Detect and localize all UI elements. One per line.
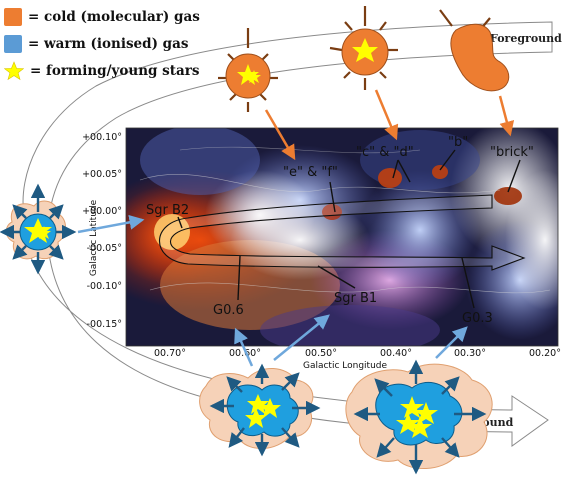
label-c-d: "c" & "d" — [356, 145, 414, 160]
cold-cloud-irregular — [439, 9, 510, 92]
source-annotations: Sgr B2 "e" & "f" "c" & "d" "b" "brick" G… — [146, 135, 534, 326]
pointer-arrow — [77, 214, 145, 234]
x-tick-label: 00.70° — [154, 348, 186, 359]
x-tick-label: 00.40° — [380, 348, 412, 359]
ionised-region-bottom-2 — [345, 359, 493, 475]
x-tick-label: 00.60° — [229, 348, 261, 359]
label-g06: G0.6 — [213, 303, 244, 318]
pointer-arrow — [498, 95, 515, 137]
pointer-arrow — [273, 314, 330, 361]
y-tick-label: -00.15° — [87, 319, 122, 330]
y-tick-label: +00.00° — [82, 206, 122, 217]
map-frame — [125, 127, 559, 347]
pointer-arrow — [264, 109, 296, 161]
label-e-f: "e" & "f" — [283, 165, 338, 180]
x-axis-ticks: 00.70° 00.60° 00.50° 00.40° 00.30° 00.20… — [154, 348, 561, 359]
pointer-arrow — [374, 89, 399, 141]
ionised-region-bottom-1 — [199, 363, 321, 457]
ionised-bubble-left — [0, 183, 77, 275]
y-tick-label: -00.10° — [87, 281, 122, 292]
legend-cold-gas-label: = cold (molecular) gas — [28, 9, 200, 25]
legend-stars: = forming/young stars — [4, 61, 199, 81]
label-sgr-b2: Sgr B2 — [146, 203, 189, 218]
label-sgr-b1: Sgr B1 — [334, 291, 377, 306]
y-tick-label: +00.05° — [82, 169, 122, 180]
label-brick: "brick" — [490, 145, 534, 160]
y-axis-label: Galactic Latitude — [89, 199, 99, 276]
y-axis-ticks: +00.10° +00.05° +00.00° -00.05° -00.10° … — [82, 132, 122, 330]
y-tick-label: +00.10° — [82, 132, 122, 143]
pointer-arrow — [234, 327, 254, 367]
cold-gas-swatch — [4, 8, 22, 26]
star-icon — [4, 61, 24, 81]
warm-gas-swatch — [4, 35, 22, 53]
x-axis-label: Galactic Longitude — [303, 361, 388, 371]
pointer-arrow — [435, 326, 468, 359]
cold-cloud-forming-star-2 — [329, 6, 398, 90]
y-tick-label: -00.05° — [87, 243, 122, 254]
cold-cloud-forming-star-1 — [218, 28, 278, 112]
orbit-arrow-inner — [159, 194, 526, 271]
foreground-label: Foreground — [490, 32, 562, 45]
galactic-map — [126, 128, 558, 346]
legend-warm-gas: = warm (ionised) gas — [4, 35, 188, 53]
legend-warm-gas-label: = warm (ionised) gas — [28, 36, 189, 52]
x-tick-label: 00.30° — [454, 348, 486, 359]
x-tick-label: 00.50° — [305, 348, 337, 359]
legend-cold-gas: = cold (molecular) gas — [4, 8, 200, 26]
legend-stars-label: = forming/young stars — [30, 63, 200, 79]
label-b: "b" — [448, 135, 468, 150]
label-g03: G0.3 — [462, 311, 493, 326]
x-tick-label: 00.20° — [529, 348, 561, 359]
